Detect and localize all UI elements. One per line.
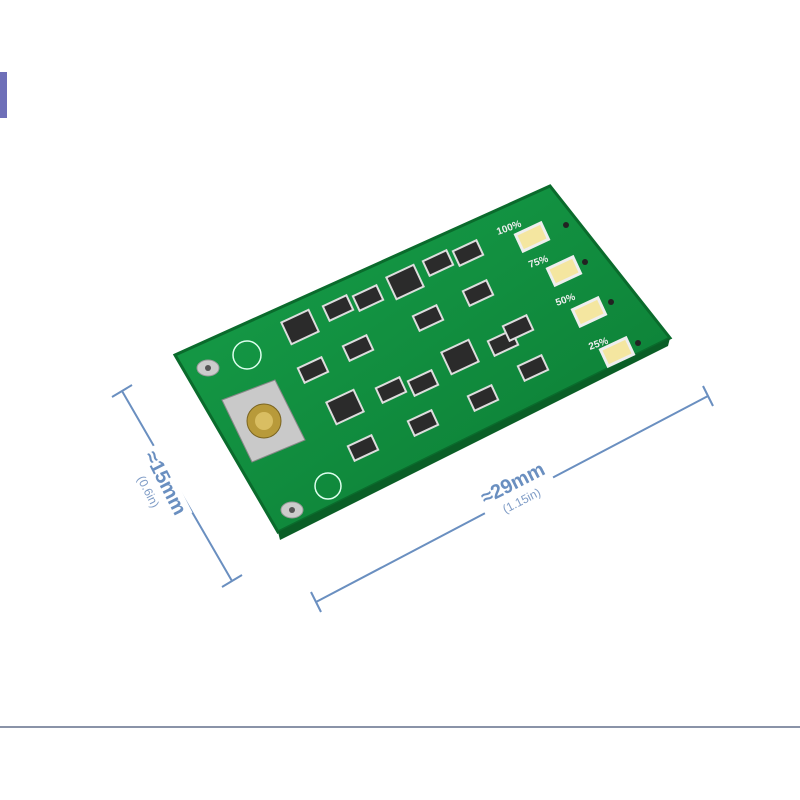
led-25	[598, 335, 636, 369]
push-button	[221, 379, 306, 463]
led-50	[570, 295, 608, 329]
led-column	[513, 220, 636, 369]
components	[280, 238, 550, 463]
pcb-edge	[278, 338, 670, 540]
corner-tab	[0, 72, 7, 118]
pcb-board	[172, 184, 673, 534]
led-100	[513, 220, 551, 254]
led-75	[545, 254, 583, 288]
divider-line	[0, 726, 800, 728]
